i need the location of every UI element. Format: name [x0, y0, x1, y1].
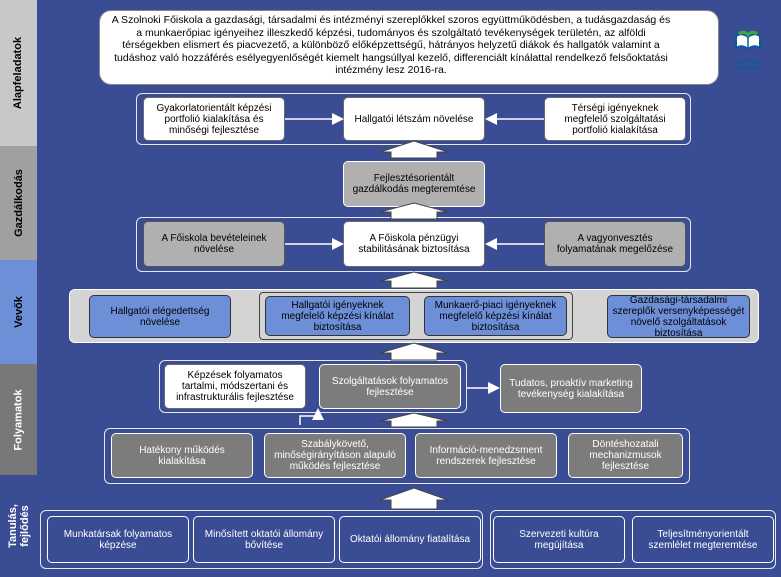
block-arrow-gazd — [379, 202, 449, 220]
gazd-box-vagyonvesztes: A vagyonvesztés folyamatának megelőzése — [544, 221, 686, 267]
vevok-box-munkaeropiaci: Munkaerő-piaci igényeknek megfelelő képz… — [424, 296, 567, 336]
tanulas-box-szervezeti-kultura: Szervezeti kultúra megújítása — [493, 516, 625, 563]
logo: Szolnoki Főiskola — [724, 30, 772, 72]
gazd-box-penzugyi-stabilitas: A Főiskola pénzügyi stabilitásának bizto… — [343, 221, 485, 267]
vevok-box-gazdasagi-tarsadalmi: Gazdasági-társadalmi szereplők versenyké… — [607, 295, 750, 339]
vevok-box-elegedettseg: Hallgatói elégedettség növelése — [89, 295, 231, 338]
band-tanulas: Tanulás, fejlődés — [0, 475, 37, 577]
folyamat-box-informacio-menedzsment: Információ-menedzsment rendszerek fejles… — [415, 433, 557, 478]
block-arrow-folyamat-bottom — [379, 412, 449, 428]
logo-text: Szolnoki Főiskola — [734, 58, 762, 72]
alap-box-gyakorlatorientalt: Gyakorlatorientált képzési portfolió kia… — [143, 97, 285, 141]
tanulas-box-munkatarsak: Munkatársak folyamatos képzése — [47, 516, 189, 563]
folyamat-box-donteshozatali: Döntéshozatali mechanizmusok fejlesztése — [568, 433, 683, 478]
block-arrow-vevok — [379, 271, 449, 289]
block-arrow-folyamat — [379, 342, 449, 361]
tanulas-box-teljesitmenyorientalt: Teljesítményorientált szemlélet megterem… — [632, 516, 774, 563]
tanulas-box-minositett-oktatoi: Minősített oktatói állomány bővítése — [193, 516, 335, 563]
gazd-box-bevetelek: A Főiskola bevételeinek növelése — [143, 221, 285, 267]
block-arrow-alap — [379, 140, 449, 159]
band-vevok: Vevők — [0, 260, 37, 364]
tanulas-box-oktatoi-fiatalitas: Oktatói állomány fiatalítása — [339, 516, 481, 563]
thin-arrows — [285, 113, 544, 425]
folyamat-box-szolgaltatasok: Szolgáltatások folyamatos fejlesztése — [319, 364, 461, 409]
block-arrow-tanulas — [379, 487, 449, 510]
folyamat-box-szabalykoveto: Szabálykövető, minőségirányításon alapul… — [264, 433, 406, 478]
band-folyamatok: Folyamatok — [0, 364, 37, 475]
arrow-folyamat-up — [299, 408, 324, 425]
alap-box-hallgatoi-letszam: Hallgatói létszám növelése — [343, 97, 485, 141]
band-gazdalkodas: Gazdálkodás — [0, 146, 37, 260]
folyamat-box-marketing: Tudatos, proaktív marketing tevékenység … — [500, 364, 642, 413]
gazd-box-fejlesztesorientalt: Fejlesztésorientált gazdálkodás megterem… — [343, 161, 485, 207]
group-vevok-inner — [259, 292, 573, 340]
book-logo-icon — [735, 30, 761, 51]
block-arrows — [379, 140, 449, 510]
group-folyamatok-bottom — [104, 428, 690, 484]
alap-box-tersegi: Térségi igényeknek megfelelő szolgáltatá… — [544, 97, 686, 141]
vevok-box-hallgatoi-igenyek: Hallgatói igényeknek megfelelő képzési k… — [265, 296, 410, 336]
group-tanulas-right — [490, 510, 776, 569]
folyamat-box-hatekony-mukodes: Hatékony működés kialakítása — [111, 433, 253, 478]
group-tanulas-left — [40, 510, 483, 569]
band-alapfeladatok: Alapfeladatok — [0, 0, 37, 146]
folyamat-box-kepzesek: Képzések folyamatos tartalmi, módszertan… — [164, 364, 306, 409]
mission-statement: A Szolnoki Főiskola a gazdasági, társada… — [99, 10, 719, 85]
